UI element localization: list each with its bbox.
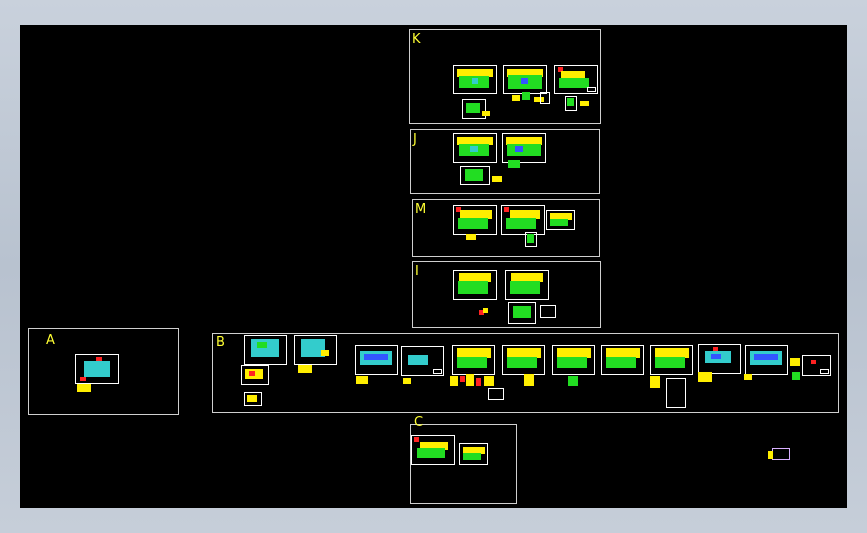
group-label-a: A — [46, 333, 55, 348]
drawing-sheet[interactable] — [355, 345, 398, 375]
drawing-sheet[interactable] — [411, 435, 455, 465]
drawing-sheet[interactable] — [453, 65, 497, 94]
drawing-sheet[interactable] — [501, 205, 545, 235]
drawing-sheet[interactable] — [552, 345, 595, 375]
group-frame-b[interactable] — [212, 333, 839, 413]
drawing-detail[interactable] — [462, 99, 490, 119]
drawing-detail[interactable] — [460, 166, 505, 186]
drawing-sheet[interactable] — [554, 65, 598, 94]
drawing-detail[interactable] — [768, 445, 792, 461]
drawing-detail[interactable] — [298, 365, 318, 375]
drawing-detail[interactable] — [508, 302, 558, 324]
drawing-sheet[interactable] — [802, 355, 831, 376]
drawing-sheet[interactable] — [601, 345, 644, 375]
group-frame-a[interactable] — [28, 328, 179, 415]
drawing-detail[interactable] — [466, 232, 478, 241]
drawing-detail[interactable] — [568, 376, 582, 388]
drawing-sheet[interactable] — [401, 346, 444, 376]
group-label-b: B — [216, 335, 225, 350]
drawing-sheet[interactable] — [502, 345, 545, 375]
drawing-detail[interactable] — [650, 374, 688, 408]
drawing-sheet[interactable] — [453, 133, 497, 163]
drawing-detail[interactable] — [450, 374, 506, 402]
group-frame-i[interactable] — [412, 261, 601, 328]
drawing-detail[interactable] — [403, 376, 417, 386]
drawing-detail[interactable] — [565, 96, 591, 111]
group-label-k: K — [412, 32, 421, 47]
drawing-sheet[interactable] — [453, 270, 497, 300]
drawing-canvas[interactable] — [20, 25, 847, 508]
drawing-detail[interactable] — [479, 308, 489, 318]
drawing-detail[interactable] — [244, 392, 262, 406]
drawing-sheet[interactable] — [244, 335, 287, 365]
drawing-detail[interactable] — [356, 376, 370, 386]
drawing-sheet[interactable] — [453, 205, 497, 235]
drawing-sheet[interactable] — [294, 335, 337, 365]
drawing-detail[interactable] — [744, 374, 754, 382]
group-label-i: I — [415, 264, 419, 279]
drawing-sheet[interactable] — [698, 344, 741, 374]
group-frame-c[interactable] — [410, 424, 517, 504]
drawing-sheet[interactable] — [502, 133, 546, 163]
drawing-sheet[interactable] — [546, 210, 575, 230]
drawing-sheet[interactable] — [505, 270, 549, 300]
group-frame-k[interactable] — [409, 29, 601, 124]
drawing-sheet[interactable] — [650, 345, 693, 375]
drawing-detail[interactable] — [508, 160, 522, 170]
drawing-sheet[interactable] — [745, 345, 788, 375]
group-label-c: C — [414, 415, 424, 430]
group-frame-m[interactable] — [412, 199, 600, 257]
group-label-m: M — [415, 202, 427, 217]
group-frame-j[interactable] — [410, 129, 600, 194]
group-label-j: J — [413, 132, 417, 147]
drawing-detail[interactable] — [77, 384, 93, 394]
drawing-sheet[interactable] — [459, 443, 488, 465]
drawing-detail[interactable] — [524, 374, 536, 388]
drawing-detail[interactable] — [698, 372, 714, 384]
drawing-detail[interactable] — [525, 232, 539, 247]
drawing-detail[interactable] — [788, 358, 802, 382]
drawing-sheet[interactable] — [503, 65, 547, 94]
drawing-detail[interactable] — [512, 92, 550, 106]
drawing-sheet[interactable] — [452, 345, 495, 375]
drawing-sheet[interactable] — [75, 354, 119, 384]
drawing-detail[interactable] — [241, 365, 271, 385]
